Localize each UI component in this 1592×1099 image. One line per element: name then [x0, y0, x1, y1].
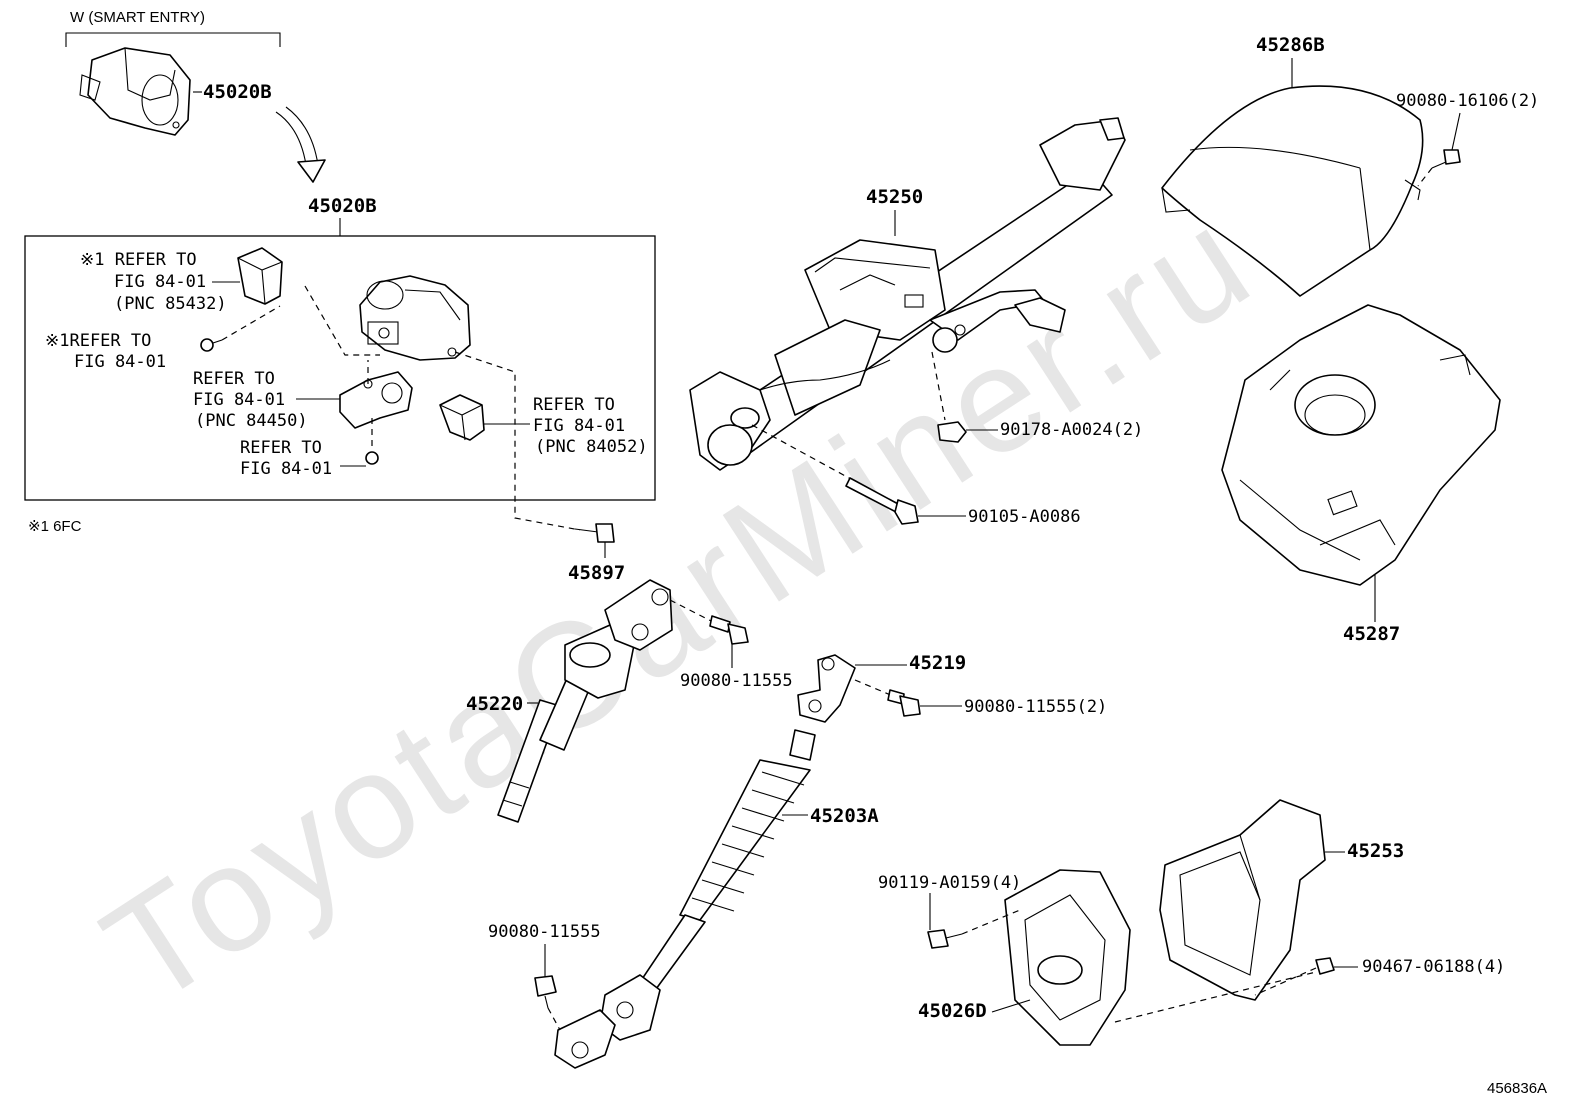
footnote: ※1 6FC [28, 518, 82, 535]
part-45219-bracket [797, 654, 856, 723]
ref3-line3: (PNC 84450) [195, 411, 308, 431]
screw-90080-16106 [1431, 149, 1461, 169]
ref5-line1: REFER TO [533, 395, 615, 415]
part-90178-nut [937, 421, 967, 443]
label-90178: 90178-A0024(2) [1000, 420, 1143, 440]
ref4-line2: FIG 84-01 [240, 459, 332, 479]
label-45219: 45219 [909, 652, 966, 674]
part-45286b-upper-cover [1161, 85, 1424, 297]
label-90080-11555-a: 90080-11555 [680, 671, 793, 691]
part-90080-11555-bolt-2 [887, 689, 921, 717]
part-switch-84052 [439, 394, 485, 441]
part-45897-bolt [574, 523, 615, 543]
label-90080-16106: 90080-16106(2) [1396, 91, 1539, 111]
screw-small-center [365, 451, 379, 465]
part-90119-bolt [927, 929, 963, 949]
label-45253: 45253 [1347, 840, 1404, 862]
part-90080-11555-bolt-a [709, 615, 749, 645]
label-90105: 90105-A0086 [968, 507, 1081, 527]
ref1-line2: FIG 84-01 [114, 272, 206, 292]
label-45020b-box: 45020B [308, 195, 377, 217]
label-45250: 45250 [866, 186, 923, 208]
part-90080-11555-bolt-b [534, 975, 557, 1009]
part-45203a-lower-shaft [554, 729, 816, 1069]
switch-assembly-box [24, 235, 656, 501]
label-90080-11555-b: 90080-11555 [488, 922, 601, 942]
label-45203a: 45203A [810, 805, 879, 827]
label-45026d: 45026D [918, 1000, 987, 1022]
screw-small-left [200, 338, 223, 352]
figure-id: 456836A [1487, 1080, 1547, 1097]
label-90467: 90467-06188(4) [1362, 957, 1505, 977]
label-45287: 45287 [1343, 623, 1400, 645]
label-w-smart-entry: W (SMART ENTRY) [70, 9, 205, 26]
part-ignition-lock-housing [359, 275, 471, 361]
label-45220: 45220 [466, 693, 523, 715]
label-45020b-top: 45020B [203, 81, 272, 103]
ref5-line3: (PNC 84052) [535, 437, 648, 457]
part-45020b-top-illustration [79, 47, 191, 136]
label-90119: 90119-A0159(4) [878, 873, 1021, 893]
arrow-down [275, 106, 326, 183]
ref5-line2: FIG 84-01 [533, 416, 625, 436]
ref3-line1: REFER TO [193, 369, 275, 389]
part-45026d-hole-cover [1004, 869, 1131, 1046]
label-90080-11555-2: 90080-11555(2) [964, 697, 1107, 717]
ref2-line2: FIG 84-01 [74, 352, 166, 372]
part-45250-steering-column [689, 117, 1126, 471]
part-90467-clip [1315, 957, 1335, 975]
ref3-line2: FIG 84-01 [193, 390, 285, 410]
part-switch-85432 [237, 247, 283, 305]
ref1-line1: ※1 REFER TO [80, 250, 197, 270]
part-45287-lower-cover [1221, 304, 1501, 586]
label-45897: 45897 [568, 562, 625, 584]
ref4-line1: REFER TO [240, 438, 322, 458]
ref1-line3: (PNC 85432) [114, 294, 227, 314]
smart-entry-bracket [65, 32, 281, 47]
part-45220-intermediate-shaft [497, 579, 673, 823]
part-switch-84450 [339, 371, 413, 429]
part-45253-dash-cover [1159, 799, 1326, 1001]
ref2-line1: ※1REFER TO [45, 331, 151, 351]
part-90105-bolt [845, 477, 919, 525]
label-45286b: 45286B [1256, 34, 1325, 56]
